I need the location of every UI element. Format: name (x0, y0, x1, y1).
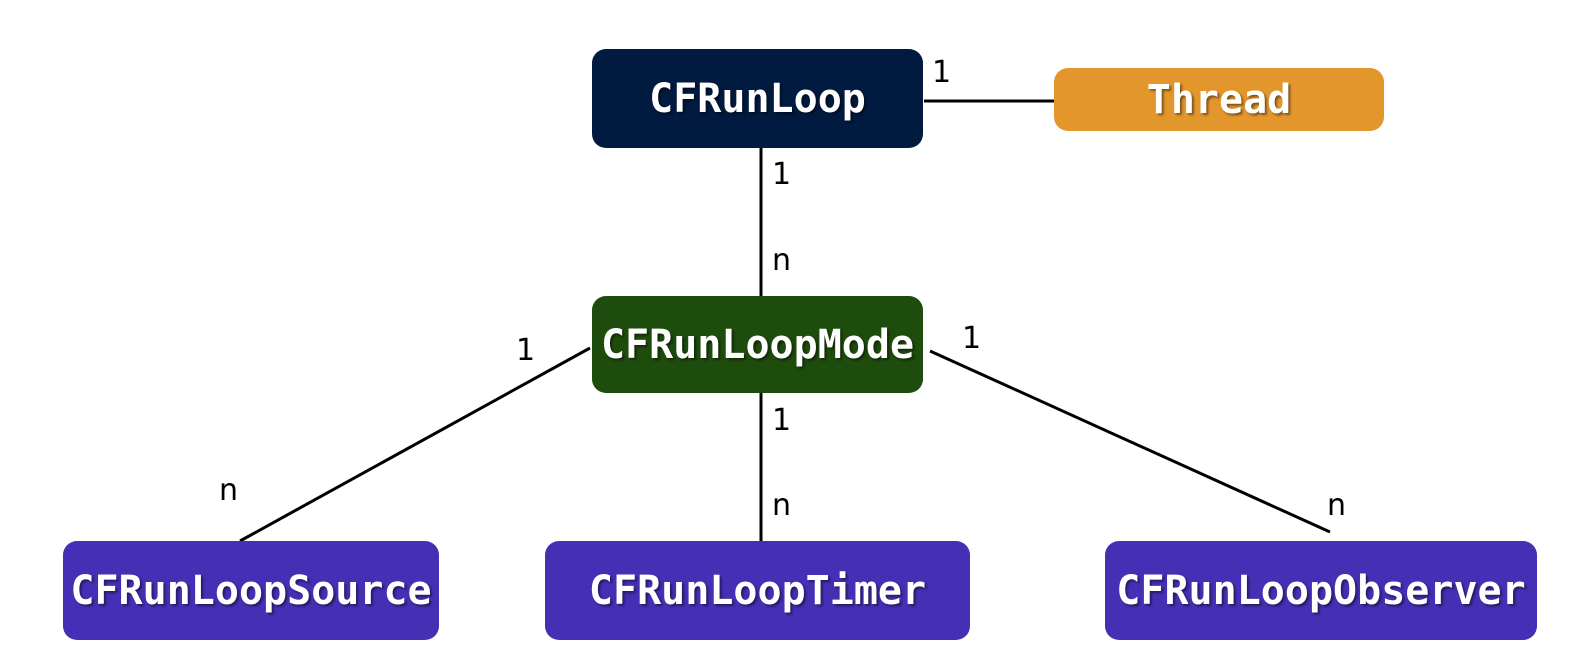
timer-node: CFRunLoopTimer (545, 541, 970, 640)
multiplicity-mode-observer-bottom: n (1327, 488, 1347, 523)
multiplicity-mode-source-bottom: n (219, 473, 239, 508)
edge-mode-source (239, 346, 591, 543)
observer-node: CFRunLoopObserver (1105, 541, 1537, 640)
multiplicity-mode-source-top: 1 (516, 333, 536, 368)
thread-node: Thread (1054, 68, 1384, 131)
mode-node: CFRunLoopMode (592, 296, 923, 393)
multiplicity-mode-timer-bottom: n (772, 488, 792, 523)
multiplicity-mode-observer-top: 1 (962, 321, 982, 356)
multiplicity-mode-timer-top: 1 (772, 403, 792, 438)
multiplicity-runloop-mode-top: 1 (772, 157, 792, 192)
multiplicity-runloop-thread: 1 (932, 55, 952, 90)
source-node: CFRunLoopSource (63, 541, 439, 640)
edge-mode-observer (929, 349, 1331, 534)
multiplicity-runloop-mode-bottom: n (772, 243, 792, 278)
runloop-node: CFRunLoop (592, 49, 923, 148)
